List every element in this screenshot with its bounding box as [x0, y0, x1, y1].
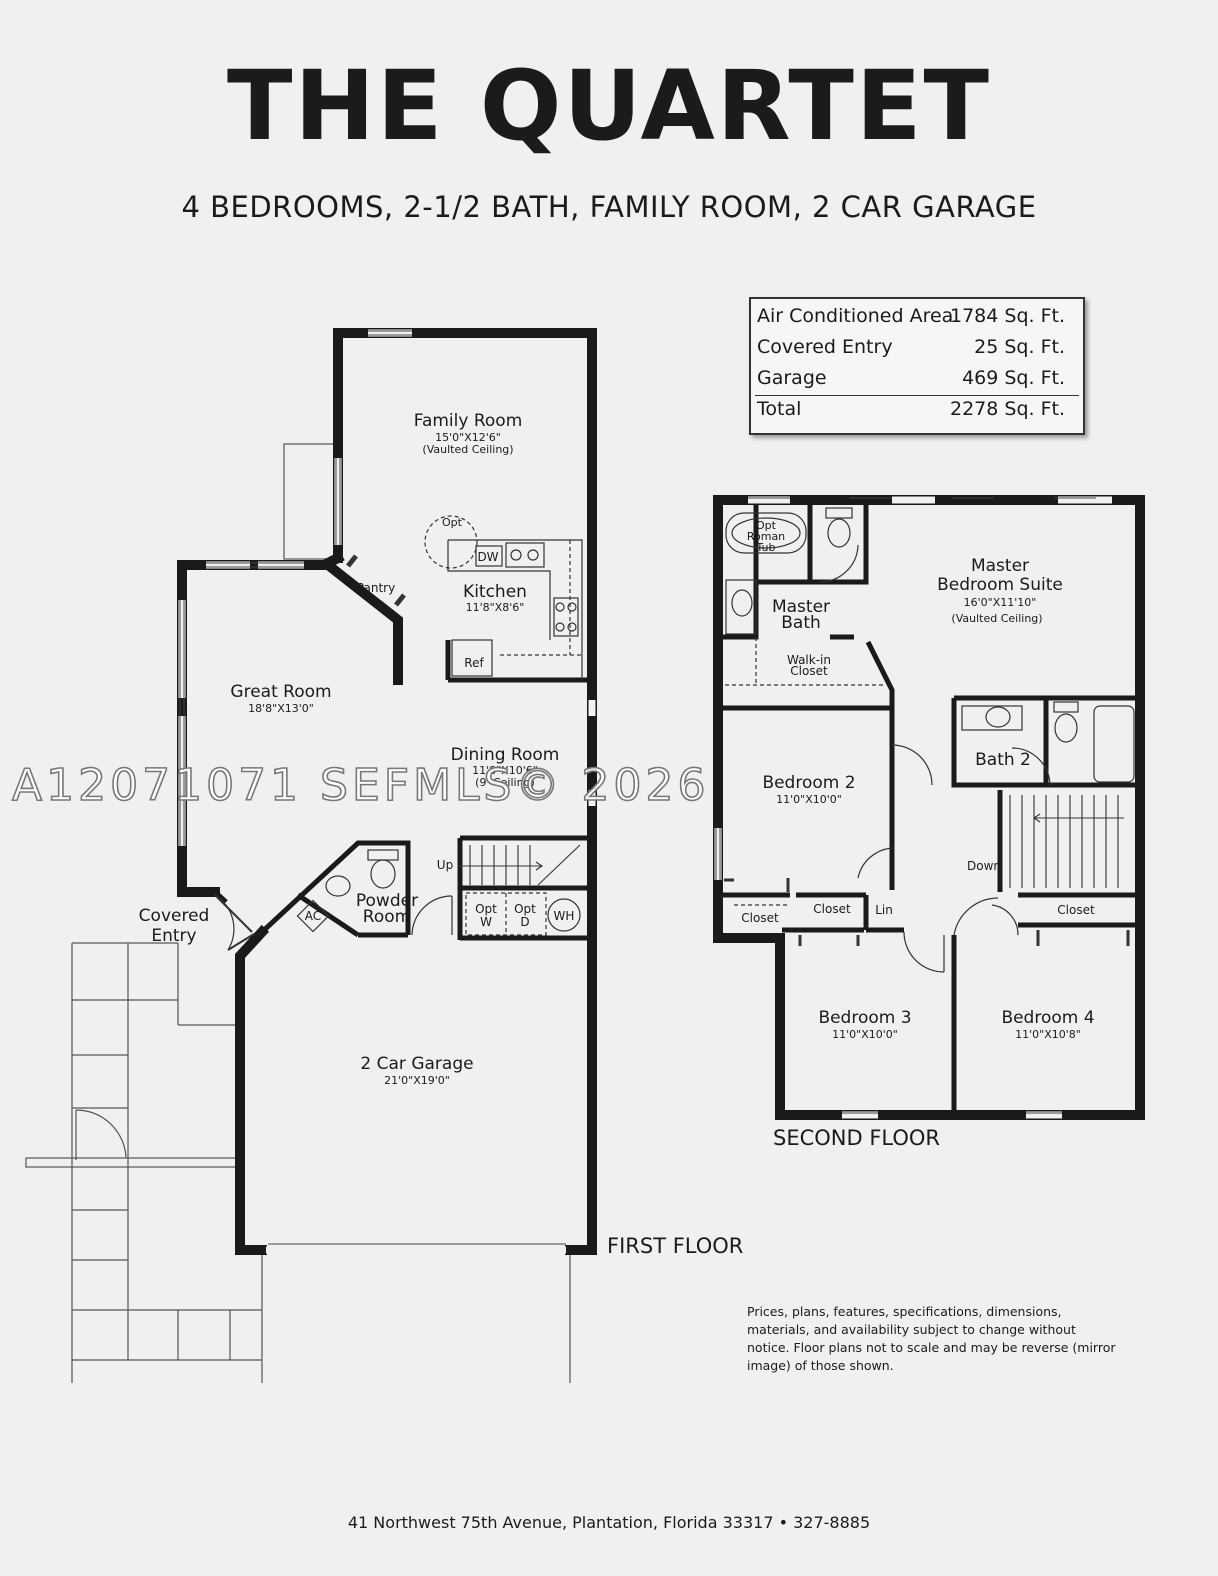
great-room-size: 18'8"X13'0" [248, 702, 314, 715]
first-floor-plan [25, 328, 597, 1383]
first-floor-stairs [458, 844, 581, 886]
dining-room-label: Dining Room [451, 745, 560, 765]
entry-door [214, 894, 255, 951]
opt-dryer-label-2: D [520, 915, 529, 929]
closet-label: Closet [741, 911, 779, 925]
area-label: Total [757, 398, 802, 420]
area-label: Air Conditioned Area [757, 305, 954, 327]
garage-label: 2 Car Garage [360, 1054, 473, 1074]
second-floor-labels: Opt Roman Tub Master Bath Walk-in Closet… [741, 519, 1095, 1041]
disclaimer-text: Prices, plans, features, specifications,… [747, 1304, 1116, 1373]
area-value: 469 Sq. Ft. [962, 367, 1065, 389]
tub-label-1: Opt [756, 519, 777, 532]
page-title: THE QUARTET [227, 50, 991, 162]
closet-label: Closet [1057, 903, 1095, 917]
powder-room-label-1: Powder [356, 891, 418, 911]
stairs-up-label: Up [437, 858, 453, 872]
area-value: 1784 Sq. Ft. [949, 305, 1065, 327]
patio-outline [283, 443, 339, 560]
second-floor-window-marks [715, 497, 1112, 1114]
front-walkway [25, 942, 571, 1383]
master-suite-size: 16'0"X11'10" [964, 596, 1037, 609]
refrigerator-label: Ref [464, 656, 484, 670]
powder-room-label-2: Room [363, 907, 411, 927]
dining-room-size: 11'8"X10'6" [472, 764, 538, 777]
window-marks [179, 330, 566, 1245]
opt-dryer-label-1: Opt [514, 902, 536, 916]
bedroom-3-label: Bedroom 3 [818, 1008, 911, 1028]
listing-watermark: A12071071 SEFMLS© 2026 [11, 759, 710, 812]
kitchen-counters [424, 515, 583, 680]
tub-label-2: Roman [747, 530, 785, 543]
walk-in-closet-label-2: Closet [790, 664, 828, 678]
kitchen-size: 11'8"X8'6" [466, 601, 525, 614]
first-floor-openings [178, 329, 596, 1254]
great-room-label: Great Room [230, 682, 331, 702]
bath-2-label: Bath 2 [975, 750, 1031, 770]
second-floor-openings [714, 496, 1112, 1119]
area-value: 25 Sq. Ft. [974, 336, 1065, 358]
second-floor-interior-walls [718, 500, 1138, 1110]
powder-room-fixtures [296, 849, 453, 936]
area-row: Garage 469 Sq. Ft. [757, 367, 1065, 395]
second-floor-exterior-walls [713, 495, 1145, 1120]
bedroom-2-label: Bedroom 2 [762, 773, 855, 793]
second-floor-plan [713, 495, 1145, 1120]
stairs-down-label: Down [967, 859, 1001, 873]
kitchen-opt-label: Opt [442, 516, 463, 529]
bedroom-4-label: Bedroom 4 [1001, 1008, 1094, 1028]
bedroom-2-size: 11'0"X10'0" [776, 793, 842, 806]
footer-address: 41 Northwest 75th Avenue, Plantation, Fl… [347, 1513, 871, 1532]
closet-label: Closet [813, 902, 851, 916]
second-floor-fixtures [724, 507, 1135, 973]
laundry-area [465, 892, 581, 936]
dishwasher-label: DW [477, 550, 498, 564]
linen-closet-label: Lin [875, 903, 893, 917]
area-value: 2278 Sq. Ft. [949, 398, 1065, 420]
covered-entry-label-2: Entry [151, 926, 196, 946]
garage-size: 21'0"X19'0" [384, 1074, 450, 1087]
covered-entry-label-1: Covered [139, 906, 210, 926]
dining-room-note: (9' Ceiling) [475, 776, 535, 789]
opt-washer-label-1: Opt [475, 902, 497, 916]
page-subtitle: 4 BEDROOMS, 2-1/2 BATH, FAMILY ROOM, 2 C… [181, 190, 1037, 224]
family-room-label: Family Room [414, 411, 523, 431]
second-floor-stairs [1009, 795, 1124, 888]
second-floor-label: SECOND FLOOR [773, 1126, 941, 1150]
kitchen-label: Kitchen [463, 582, 527, 602]
master-bath-label-1: Master [772, 597, 830, 617]
opt-washer-label-2: W [480, 915, 492, 929]
master-suite-label-2: Bedroom Suite [937, 575, 1063, 595]
square-footage-table: Air Conditioned Area 1784 Sq. Ft. Covere… [749, 297, 1085, 435]
ac-label: AC [305, 909, 321, 923]
pantry-label: Pantry [357, 581, 395, 595]
bedroom-3-size: 11'0"X10'0" [832, 1028, 898, 1041]
first-floor-labels: Family Room 15'0"X12'6" (Vaulted Ceiling… [139, 411, 575, 1087]
bedroom-4-size: 11'0"X10'8" [1015, 1028, 1081, 1041]
master-bath-label-2: Bath [781, 613, 821, 633]
tub-label-3: Tub [755, 541, 775, 554]
first-floor-label: FIRST FLOOR [607, 1234, 744, 1258]
walk-in-closet-label-1: Walk-in [787, 653, 831, 667]
area-row: Air Conditioned Area 1784 Sq. Ft. [757, 305, 1065, 333]
water-heater-label: WH [554, 909, 575, 923]
family-room-size: 15'0"X12'6" [435, 431, 501, 444]
pantry [346, 554, 406, 607]
area-row-total: Total 2278 Sq. Ft. [757, 398, 1065, 426]
area-label: Covered Entry [757, 336, 893, 358]
area-label: Garage [757, 367, 827, 389]
area-row: Covered Entry 25 Sq. Ft. [757, 336, 1065, 364]
master-suite-label-1: Master [971, 556, 1029, 576]
master-suite-note: (Vaulted Ceiling) [951, 612, 1042, 625]
family-room-note: (Vaulted Ceiling) [422, 443, 513, 456]
table-divider [755, 395, 1079, 396]
